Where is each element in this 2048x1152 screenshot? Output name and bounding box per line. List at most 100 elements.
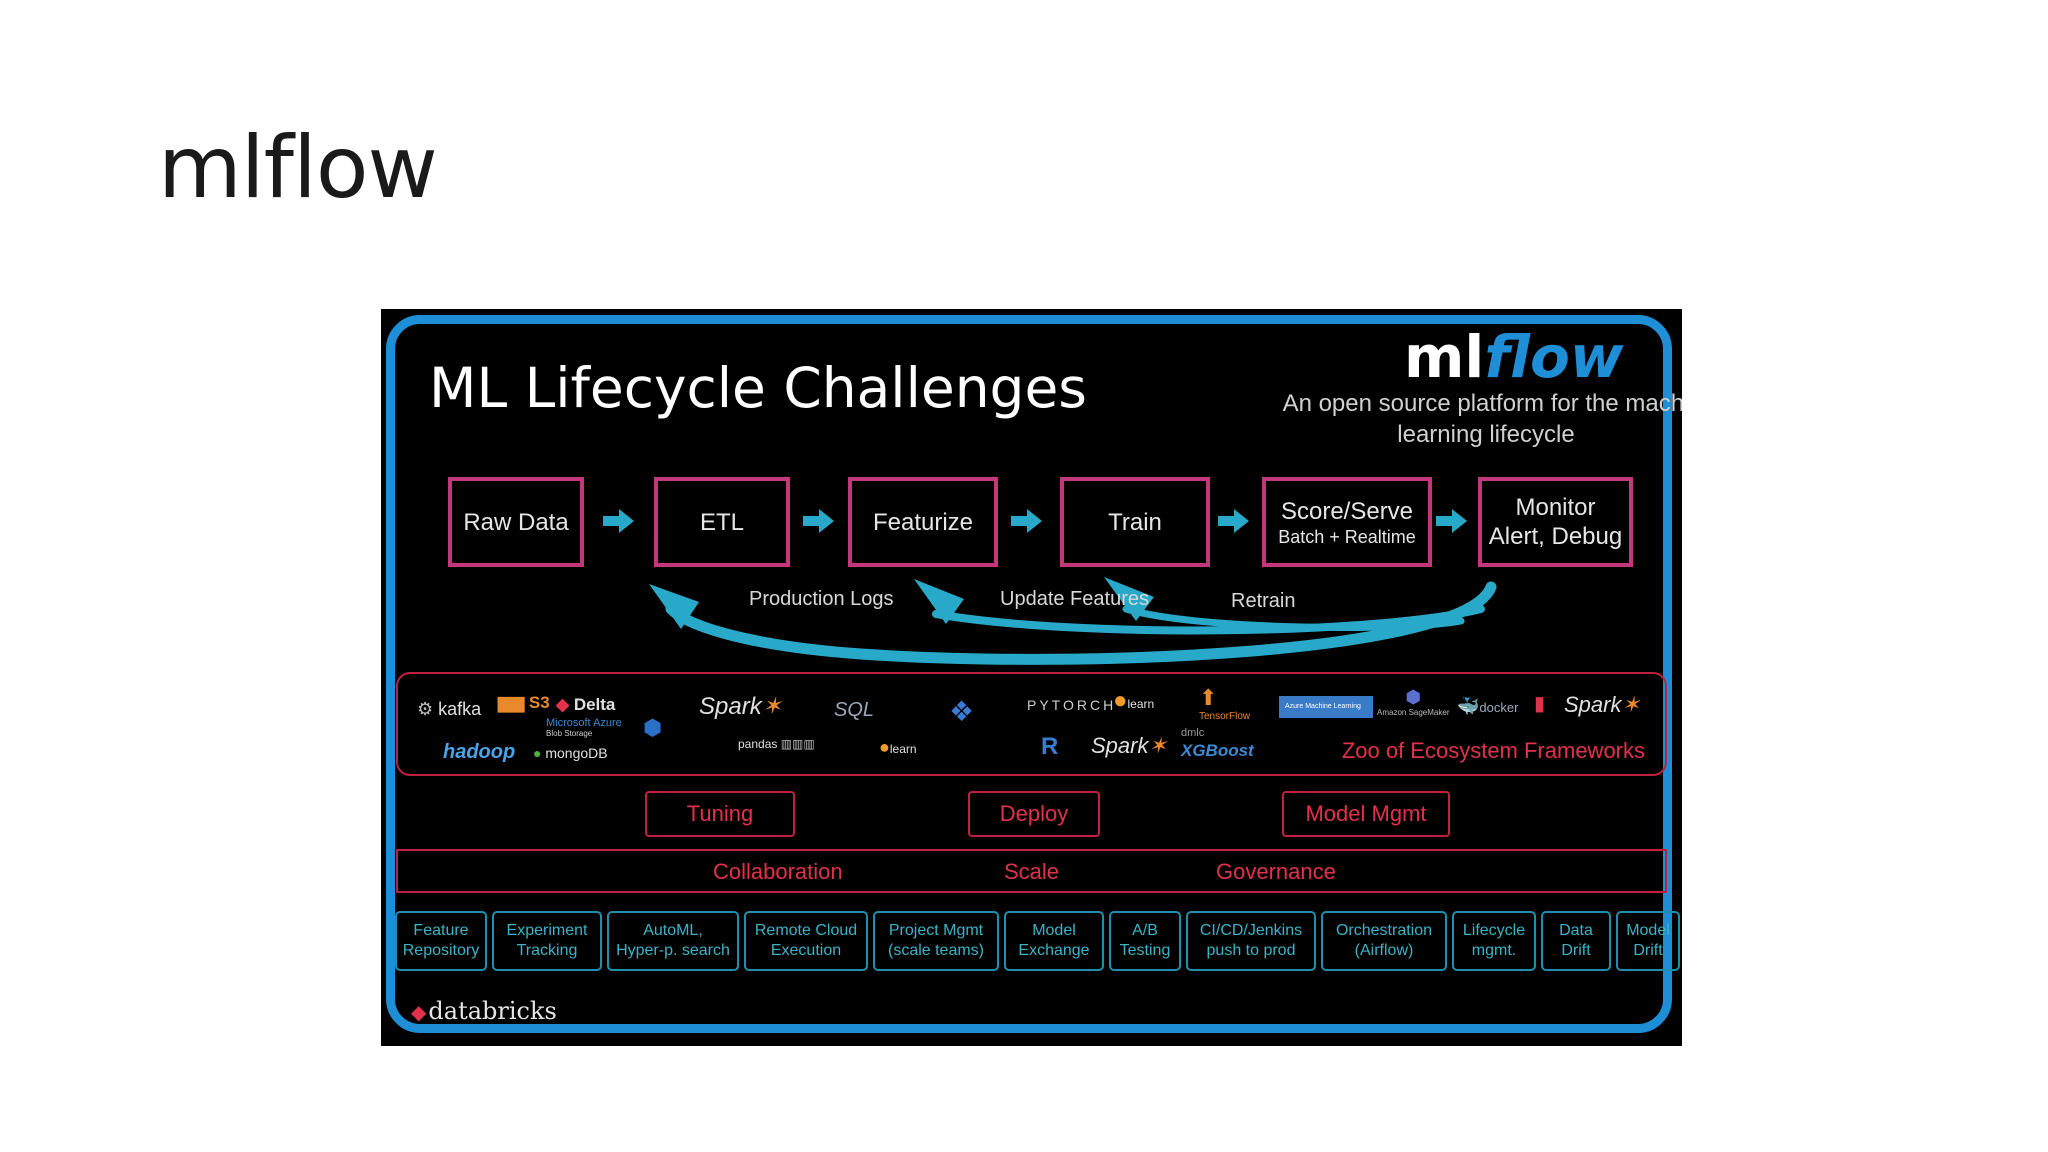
band-collab-scale-governance: Collaboration Scale Governance <box>396 849 1667 893</box>
chip-orchestration: Orchestration (Airflow) <box>1321 911 1447 971</box>
slide-frame <box>386 315 1672 1033</box>
step-score-serve: Score/Serve Batch + Realtime <box>1262 477 1432 567</box>
arrow-right-icon <box>1011 509 1042 533</box>
chip-line: Project Mgmt <box>888 922 984 939</box>
chip-line: AutoML, <box>643 922 703 939</box>
azure-logo-text: Microsoft Azure <box>546 717 622 729</box>
arrow-right-icon <box>1436 509 1467 533</box>
databricks-icon: ◆ <box>411 1000 427 1024</box>
delta-logo: ◆ Delta <box>556 695 616 714</box>
sagemaker-logo: ⬢Amazon SageMaker <box>1377 687 1450 717</box>
step-sublabel: Batch + Realtime <box>1278 526 1416 547</box>
chip-line: CI/CD/Jenkins <box>1199 922 1303 939</box>
step-monitor: Monitor Alert, Debug <box>1478 477 1633 567</box>
mongodb-logo: ● mongoDB <box>533 745 608 761</box>
databricks-logo-text: databricks <box>428 997 557 1025</box>
sql-logo: SQL <box>834 699 875 721</box>
arrow-right-icon <box>603 509 634 533</box>
mlflow-tagline: An open source platform for the machi le… <box>1271 388 1682 450</box>
sklearn-logo: ●learn <box>879 737 917 757</box>
loop-label-retrain: Retrain <box>1231 590 1296 612</box>
chip-line: Execution <box>770 942 842 959</box>
pytorch-logo: PYTORCH <box>1027 697 1117 713</box>
sklearn-logo-text: learn <box>889 742 917 756</box>
pill-tuning: Tuning <box>645 791 795 837</box>
spark-logo: Spark✶ <box>699 693 782 720</box>
hadoop-logo: hadoop <box>443 741 516 763</box>
band-label-collaboration: Collaboration <box>713 859 843 884</box>
xgboost-logo: XGBoost <box>1181 741 1254 760</box>
pandas-logo-text: pandas <box>738 737 778 751</box>
spark-logo-3: Spark✶ <box>1564 692 1640 717</box>
mlflow-logo-ml: ml <box>1404 323 1485 391</box>
chip-line: Drift <box>1561 942 1591 959</box>
chip-line: Model <box>1032 922 1076 939</box>
chip-line: Model <box>1626 922 1670 939</box>
spark-logo-text: Spark <box>699 693 762 720</box>
kubeflow-icon: ▮ <box>1534 693 1546 715</box>
databricks-logo: ◆databricks <box>411 997 557 1025</box>
kafka-logo-text: kafka <box>438 699 482 719</box>
azure-logo-subtext: Blob Storage <box>546 729 593 738</box>
kafka-logo: ⚙ kafka <box>417 699 482 719</box>
sklearn-logo-2-text: learn <box>1127 697 1155 711</box>
chip-line: Remote Cloud <box>754 922 858 939</box>
step-label: Monitor <box>1515 494 1596 521</box>
pandas-logo: pandas ▥▥▥ <box>738 737 815 751</box>
chip-line: (scale teams) <box>887 942 985 959</box>
sagemaker-logo-text: Amazon SageMaker <box>1377 708 1450 717</box>
azureml-logo: Azure Machine Learning <box>1279 696 1373 718</box>
step-label-2: Alert, Debug <box>1488 523 1623 550</box>
docker-logo-text: docker <box>1479 700 1519 715</box>
arrowhead-update-features-icon <box>914 579 964 624</box>
pill-model-mgmt: Model Mgmt <box>1282 791 1450 837</box>
docker-logo: 🐳docker <box>1457 696 1519 716</box>
chip-line: (Airflow) <box>1354 942 1414 959</box>
chip-project-mgmt: Project Mgmt (scale teams) <box>873 911 999 971</box>
page-title: mlflow <box>158 118 438 218</box>
step-train: Train <box>1060 477 1210 567</box>
chip-line: Testing <box>1119 942 1171 959</box>
chip-line: Hyper-p. search <box>616 942 730 959</box>
slide-title: ML Lifecycle Challenges <box>429 356 1087 420</box>
slide-image: ML Lifecycle Challenges mlflow An open s… <box>381 309 1682 1046</box>
delta-logo-text: Delta <box>573 695 616 714</box>
s3-logo-text: S3 <box>528 693 550 712</box>
loop-label-update-features: Update Features <box>1000 588 1149 610</box>
mlflow-logo-flow: flow <box>1484 323 1624 391</box>
spark-logo-2: Spark✶ <box>1091 733 1167 758</box>
band-label-governance: Governance <box>1216 859 1336 884</box>
ecosystem-box: Zoo of Ecosystem Frameworks <box>396 672 1667 776</box>
loop-retrain <box>1122 605 1465 631</box>
chip-line: Tracking <box>516 942 578 959</box>
chip-line: Orchestration <box>1335 922 1433 939</box>
tagline-line-2: learning lifecycle <box>1397 421 1575 448</box>
chip-line: Lifecycle <box>1462 922 1526 939</box>
mongodb-logo-text: mongoDB <box>545 745 608 761</box>
step-raw-data: Raw Data <box>448 477 584 567</box>
chip-line: Feature <box>413 922 469 939</box>
chip-line: Data <box>1559 922 1593 939</box>
step-label: Train <box>1108 508 1162 536</box>
tensorflow-logo-text: TensorFlow <box>1199 711 1251 722</box>
step-label: ETL <box>699 508 744 536</box>
step-label: Featurize <box>872 508 974 536</box>
sklearn-logo-2: ●learn <box>1113 687 1155 714</box>
chip-line: Exchange <box>1018 942 1090 959</box>
azure-blob-icon: ⬢ <box>643 715 663 740</box>
aws-s3-logo: ▆▆ S3 <box>498 693 550 712</box>
ecosystem-caption: Zoo of Ecosystem Frameworks <box>1341 738 1645 763</box>
spark-logo-2-text: Spark <box>1091 733 1149 758</box>
chip-line: push to prod <box>1206 942 1296 959</box>
python-logo-icon: ❖ <box>949 696 975 727</box>
loop-label-production-logs: Production Logs <box>749 588 894 610</box>
